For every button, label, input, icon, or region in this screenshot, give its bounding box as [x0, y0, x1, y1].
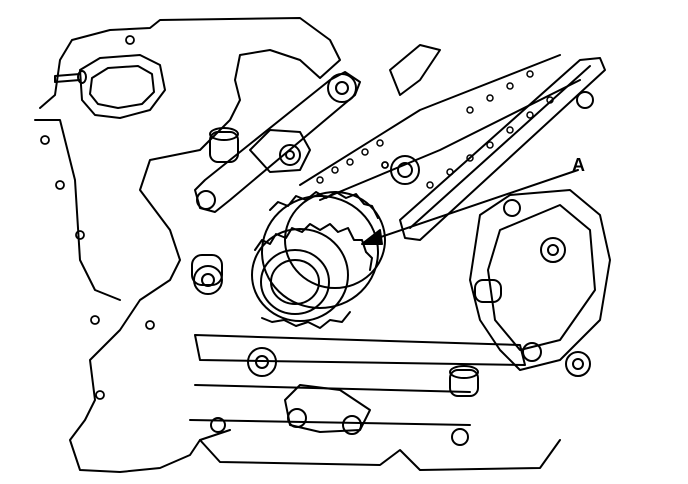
- pump-bolt-1: [503, 199, 521, 217]
- timing-chain-lower: [319, 79, 581, 201]
- lower-rib: [194, 334, 526, 366]
- pump-bolt-2: [540, 237, 566, 263]
- pump-bolt-4: [565, 351, 591, 377]
- boss-left: [209, 131, 239, 163]
- tensioner-housing: [249, 129, 311, 173]
- gasket-holes: [40, 35, 389, 400]
- tensioner-rail: [389, 44, 441, 96]
- callout-arrow-line: [371, 169, 579, 241]
- lower-boss-2: [449, 369, 479, 397]
- lower-bolt-1: [210, 417, 226, 433]
- chain-guide-rail: [399, 57, 606, 241]
- lower-bolt-2: [451, 428, 469, 446]
- callout-label-a: A: [572, 155, 585, 175]
- stud-bolt: [54, 73, 81, 83]
- cover-gasket-inner: [89, 65, 155, 109]
- block-left-flange: [34, 119, 121, 301]
- arm-bolt-hole: [196, 190, 216, 210]
- callout-arrow-head: [361, 229, 383, 245]
- bottom-edge: [199, 439, 561, 471]
- chain-guide-arm: [194, 71, 361, 213]
- pump-boss: [474, 279, 502, 303]
- pump-bolt-5: [576, 91, 594, 109]
- left-boss: [193, 265, 223, 295]
- engine-block-outline: [39, 17, 341, 473]
- crankshaft-sprocket: [251, 191, 386, 329]
- cover-gasket: [79, 54, 166, 119]
- stud-bolt-head: [77, 70, 87, 84]
- chain-links: [316, 70, 554, 189]
- oil-pump-housing: [469, 189, 611, 371]
- arm-pivot-upper: [327, 73, 357, 103]
- lower-boss-1: [247, 347, 277, 377]
- timing-chain-upper: [299, 54, 561, 186]
- center-bolt: [390, 155, 420, 185]
- tensioner-bolt: [279, 144, 301, 166]
- pump-bolt-3: [522, 342, 542, 362]
